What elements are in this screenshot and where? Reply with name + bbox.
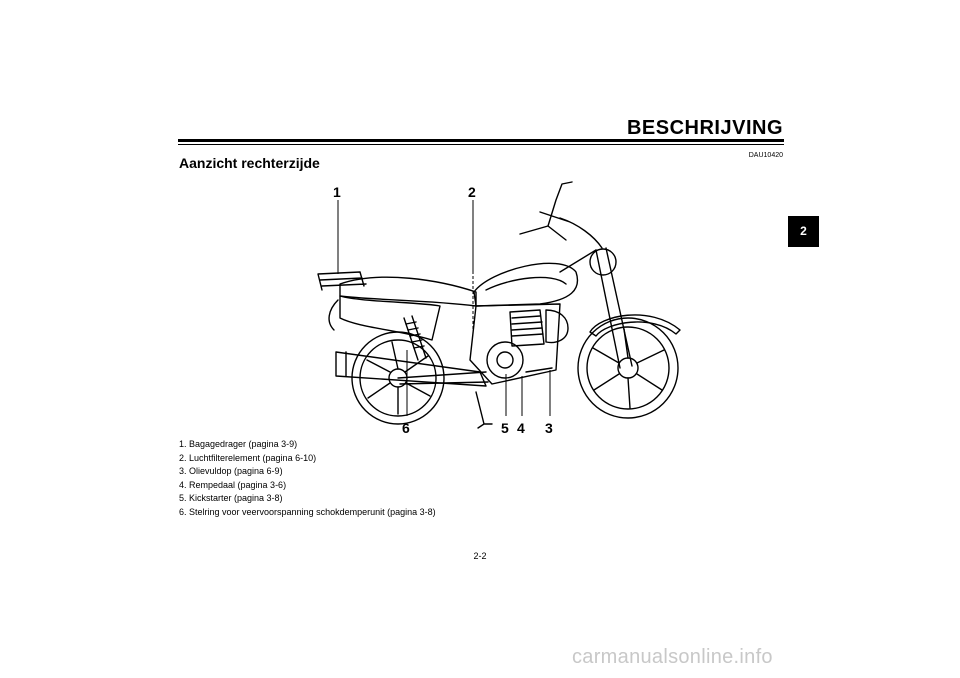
- legend-item: 4. Rempedaal (pagina 3-6): [179, 479, 287, 490]
- front-wheel: [577, 314, 681, 419]
- legend-item: 1. Bagagedrager (pagina 3-9): [179, 439, 298, 449]
- callout-3: 3: [545, 420, 553, 436]
- legend-item: 6. Stelring voor veervoorspanning schokd…: [179, 506, 436, 517]
- legend-item: 5. Kickstarter (pagina 3-8): [179, 493, 283, 504]
- section-title: BESCHRIJVING: [626, 117, 783, 139]
- page-number: 2-2: [473, 551, 487, 561]
- legend-item: 3. Olievuldop (pagina 6-9): [179, 466, 283, 477]
- header-rule-thick: [178, 139, 784, 142]
- chapter-tab: 2: [788, 216, 819, 247]
- document-code: DAU10420: [748, 152, 783, 159]
- callout-1: 1: [333, 184, 341, 200]
- header-rule-thin: [178, 144, 784, 145]
- callout-4: 4: [517, 420, 525, 436]
- callout-6: 6: [402, 420, 410, 436]
- motorcycle-illustration: 1 2 6 5 4 3: [317, 181, 681, 436]
- callout-2: 2: [468, 184, 476, 200]
- legend-item: 2. Luchtfilterelement (pagina 6-10): [179, 452, 317, 463]
- watermark: carmanualsonline.info: [572, 646, 773, 668]
- page-heading: Aanzicht rechterzijde: [179, 155, 320, 171]
- callout-5: 5: [501, 420, 509, 436]
- parts-legend: 1. Bagagedrager (pagina 3-9) 2. Luchtfil…: [179, 438, 436, 520]
